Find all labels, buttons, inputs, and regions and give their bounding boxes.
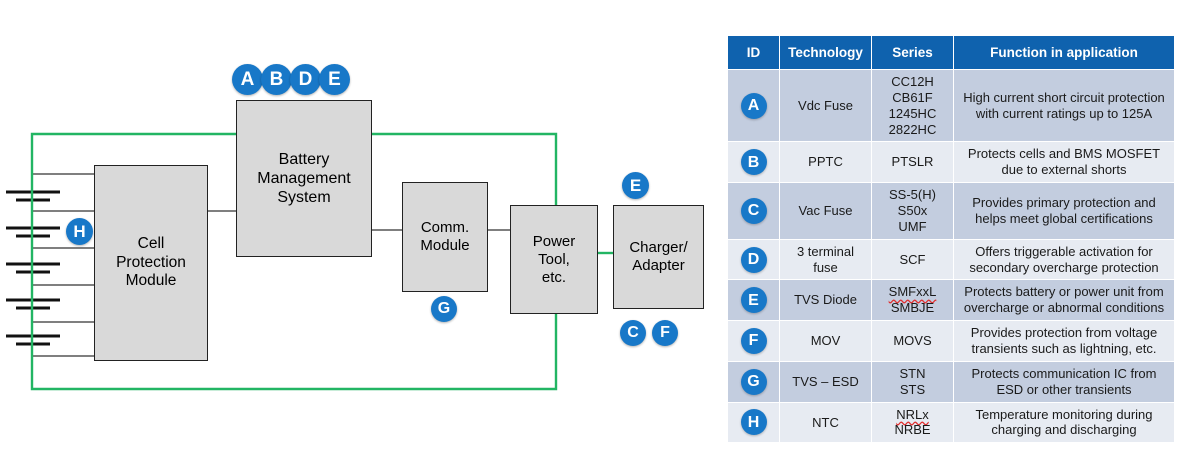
- block-label-charger-adapter: Charger/Adapter: [629, 239, 688, 274]
- cell-technology: TVS Diode: [779, 279, 872, 322]
- series-name: S50x: [897, 203, 928, 219]
- badge-f-table: F: [740, 328, 767, 355]
- table-row: B PPTC PTSLR Protects cells and BMS MOSFET …: [727, 141, 1175, 184]
- series-name: SMFxxL: [888, 284, 937, 300]
- series-name: 1245HC: [888, 105, 937, 121]
- cell-function: Protects communication IC from ESD or ot…: [953, 360, 1175, 403]
- badge-h-table: H: [740, 409, 767, 436]
- badge-e-bms: E: [319, 64, 350, 95]
- cell-id: G: [727, 360, 780, 403]
- cell-function: High current short circuit protection wi…: [953, 68, 1175, 143]
- block-comm-module: Comm.Module: [402, 182, 488, 292]
- protection-component-legend-table: ID Technology Series Function in applica…: [727, 35, 1175, 444]
- series-name: MOVS: [893, 333, 932, 349]
- cell-technology: MOV: [779, 320, 872, 362]
- cell-technology: Vac Fuse: [779, 182, 872, 240]
- badge-g-comm-module: G: [431, 296, 457, 322]
- cell-function: Protects battery or power unit from over…: [953, 279, 1175, 322]
- table-row: F MOV MOVS Provides protection from voltage…: [727, 320, 1175, 362]
- series-name: STN: [899, 365, 926, 381]
- series-name: UMF: [898, 218, 927, 234]
- cell-series: MOVS: [871, 320, 954, 362]
- cell-id: D: [727, 238, 780, 281]
- column-header-id: ID: [727, 35, 780, 70]
- column-header-series: Series: [871, 35, 954, 70]
- block-charger-adapter: Charger/Adapter: [613, 205, 704, 309]
- series-name: NRLx: [896, 406, 929, 422]
- cell-technology: Vdc Fuse: [779, 68, 872, 143]
- table-header-row: ID Technology Series Function in applica…: [727, 35, 1175, 70]
- column-header-technology: Technology: [779, 35, 872, 70]
- cell-technology: TVS – ESD: [779, 360, 872, 403]
- signal-wires: [208, 210, 511, 231]
- badge-b-bms: B: [261, 64, 292, 95]
- badge-a-table: A: [740, 92, 767, 119]
- series-name: PTSLR: [891, 154, 934, 170]
- badge-f-charger: F: [652, 320, 678, 346]
- badge-c-charger: C: [620, 320, 646, 346]
- badge-d-table: D: [740, 246, 767, 273]
- badge-e-charger: E: [622, 172, 649, 199]
- series-name: CB61F: [892, 89, 933, 105]
- cell-series: SCF: [871, 238, 954, 281]
- badge-e-table: E: [740, 287, 767, 314]
- series-name: CC12H: [891, 74, 934, 89]
- series-name: SCF: [899, 251, 926, 267]
- cell-technology: PPTC: [779, 141, 872, 184]
- cell-technology: 3 terminal fuse: [779, 238, 872, 281]
- cell-tap-wires: [33, 173, 95, 357]
- series-name: SS-5(H): [889, 187, 936, 203]
- column-header-function: Function in application: [953, 35, 1175, 70]
- cell-id: E: [727, 279, 780, 322]
- cell-id: H: [727, 401, 780, 444]
- table-row: D 3 terminal fuse SCF Offers triggerable ac…: [727, 238, 1175, 281]
- badge-b-table: B: [740, 149, 767, 176]
- cell-function: Temperature monitoring during charging a…: [953, 401, 1175, 444]
- badge-g-table: G: [740, 368, 767, 395]
- series-name: 2822HC: [888, 121, 937, 137]
- cell-technology: NTC: [779, 401, 872, 444]
- badge-c-table: C: [740, 197, 767, 224]
- badge-h-cell-protection: H: [66, 218, 93, 245]
- diagram-wiring: [6, 132, 614, 391]
- series-name: NRBE: [894, 422, 931, 438]
- cell-series: PTSLR: [871, 141, 954, 184]
- cell-id: F: [727, 320, 780, 362]
- badge-a-bms: A: [232, 64, 263, 95]
- cell-id: C: [727, 182, 780, 240]
- cell-id: B: [727, 141, 780, 184]
- badge-d-bms: D: [290, 64, 321, 95]
- cell-function: Protects cells and BMS MOSFET due to ext…: [953, 141, 1175, 184]
- cell-function: Provides protection from voltage transie…: [953, 320, 1175, 362]
- series-name: STS: [899, 381, 926, 397]
- block-label-comm-module: Comm.Module: [420, 219, 470, 254]
- series-name: SMBJE: [890, 300, 935, 316]
- cell-function: Offers triggerable activation for second…: [953, 238, 1175, 281]
- power-bus-loop: [30, 132, 614, 391]
- cell-function: Provides primary protection and helps me…: [953, 182, 1175, 240]
- cell-id: A: [727, 68, 780, 143]
